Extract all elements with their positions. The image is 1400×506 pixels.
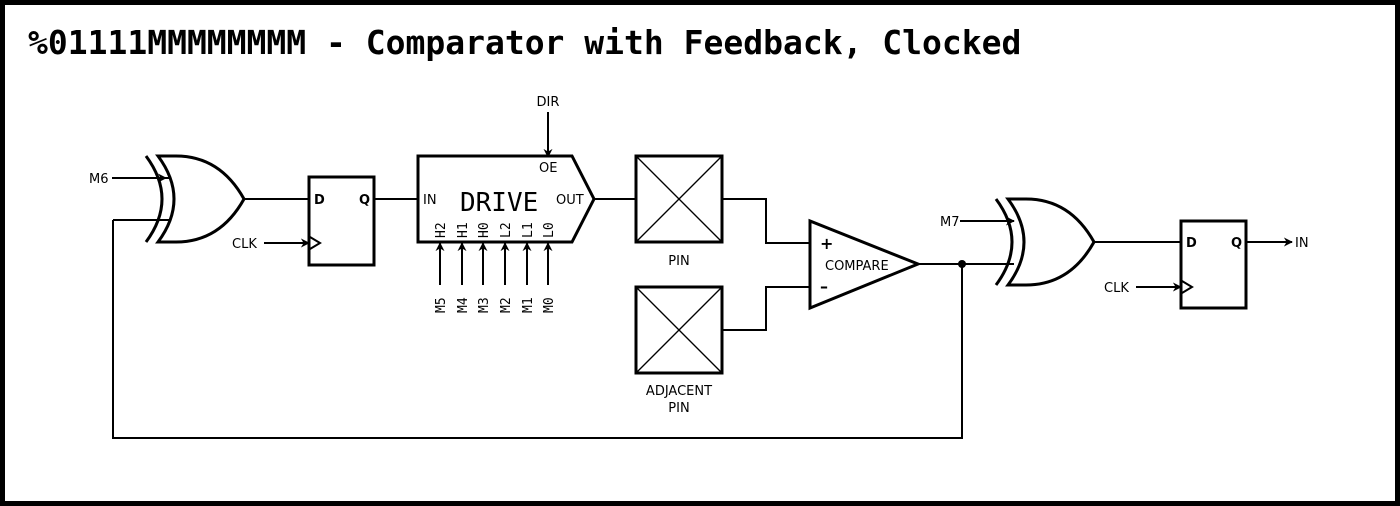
drive-pin-l0: L0 <box>542 222 557 238</box>
mode-input-wires <box>435 242 553 285</box>
adjacent-pin-box: ADJACENT PIN <box>634 285 724 416</box>
flip-flop-2: D Q <box>1179 219 1248 310</box>
mode-input-m3: M3 <box>477 297 492 313</box>
xor-gate-1-body <box>155 154 246 244</box>
drive-pin-l2: L2 <box>499 222 514 238</box>
drive-block: DRIVE IN OUT OE H2 H1 H0 L2 L1 L0 <box>416 154 596 244</box>
pin-box: PIN <box>634 154 724 269</box>
adjacent-pin-label-line2: PIN <box>668 401 689 416</box>
clk-label-1: CLK <box>232 237 257 252</box>
comparator-body <box>808 218 923 311</box>
drive-pin-labels: H2 H1 H0 L2 L1 L0 <box>434 222 557 238</box>
comparator-plus-label: + <box>820 234 833 253</box>
mode-input-m1: M1 <box>521 297 536 313</box>
xor-gate-1-back-curve <box>144 155 164 243</box>
mode-input-labels: M5 M4 M3 M2 M1 M0 <box>434 297 557 313</box>
m7-label: M7 <box>940 215 960 230</box>
wires <box>112 112 1293 439</box>
drive-block-out-label: OUT <box>556 193 584 208</box>
mode-input-m4: M4 <box>456 297 471 313</box>
xor-gate-2-body <box>1005 197 1096 287</box>
comparator-minus-label: – <box>820 277 828 296</box>
drive-pin-h1: H1 <box>456 222 471 238</box>
drive-pin-h0: H0 <box>477 222 492 238</box>
drive-block-body <box>416 154 596 244</box>
drive-block-oe-label: OE <box>539 161 557 176</box>
flip-flop-2-d-label: D <box>1186 236 1197 251</box>
junction-dot <box>958 260 966 268</box>
flip-flop-2-clock-symbol <box>1181 280 1194 294</box>
pin-box-label: PIN <box>668 254 689 269</box>
drive-block-in-label: IN <box>423 193 437 208</box>
wire-pin-to-compare-plus <box>722 198 810 244</box>
wire-adjacent-to-compare-minus <box>722 286 810 331</box>
xor-gate-2-back-curve <box>994 198 1014 286</box>
mode-input-m5: M5 <box>434 297 449 313</box>
mode-input-m0: M0 <box>542 297 557 313</box>
drive-pin-h2: H2 <box>434 222 449 238</box>
clk-label-2: CLK <box>1104 281 1129 296</box>
flip-flop-1-q-label: Q <box>359 193 370 208</box>
output-in-label: IN <box>1295 236 1309 251</box>
xor-gate-2 <box>994 197 1096 287</box>
flip-flop-1-body <box>307 175 376 267</box>
m6-label: M6 <box>89 172 109 187</box>
signal-labels: M6 CLK DIR M7 CLK IN <box>89 95 1309 296</box>
mode-input-m2: M2 <box>499 297 514 313</box>
adjacent-pin-label-line1: ADJACENT <box>646 384 712 399</box>
flip-flop-2-body <box>1179 219 1248 310</box>
dir-label: DIR <box>537 95 560 110</box>
comparator-label: COMPARE <box>825 259 889 274</box>
xor-gate-1 <box>144 154 246 244</box>
flip-flop-2-q-label: Q <box>1231 236 1242 251</box>
page-title: %01111MMMMMMMM - Comparator with Feedbac… <box>28 23 1022 62</box>
comparator: + – COMPARE <box>808 218 923 311</box>
drive-pin-l1: L1 <box>521 222 536 238</box>
flip-flop-1: D Q <box>307 175 376 267</box>
flip-flop-1-d-label: D <box>314 193 325 208</box>
wire-feedback-loop <box>112 220 963 439</box>
drive-block-label: DRIVE <box>460 188 538 218</box>
flip-flop-1-clock-symbol <box>309 236 322 250</box>
